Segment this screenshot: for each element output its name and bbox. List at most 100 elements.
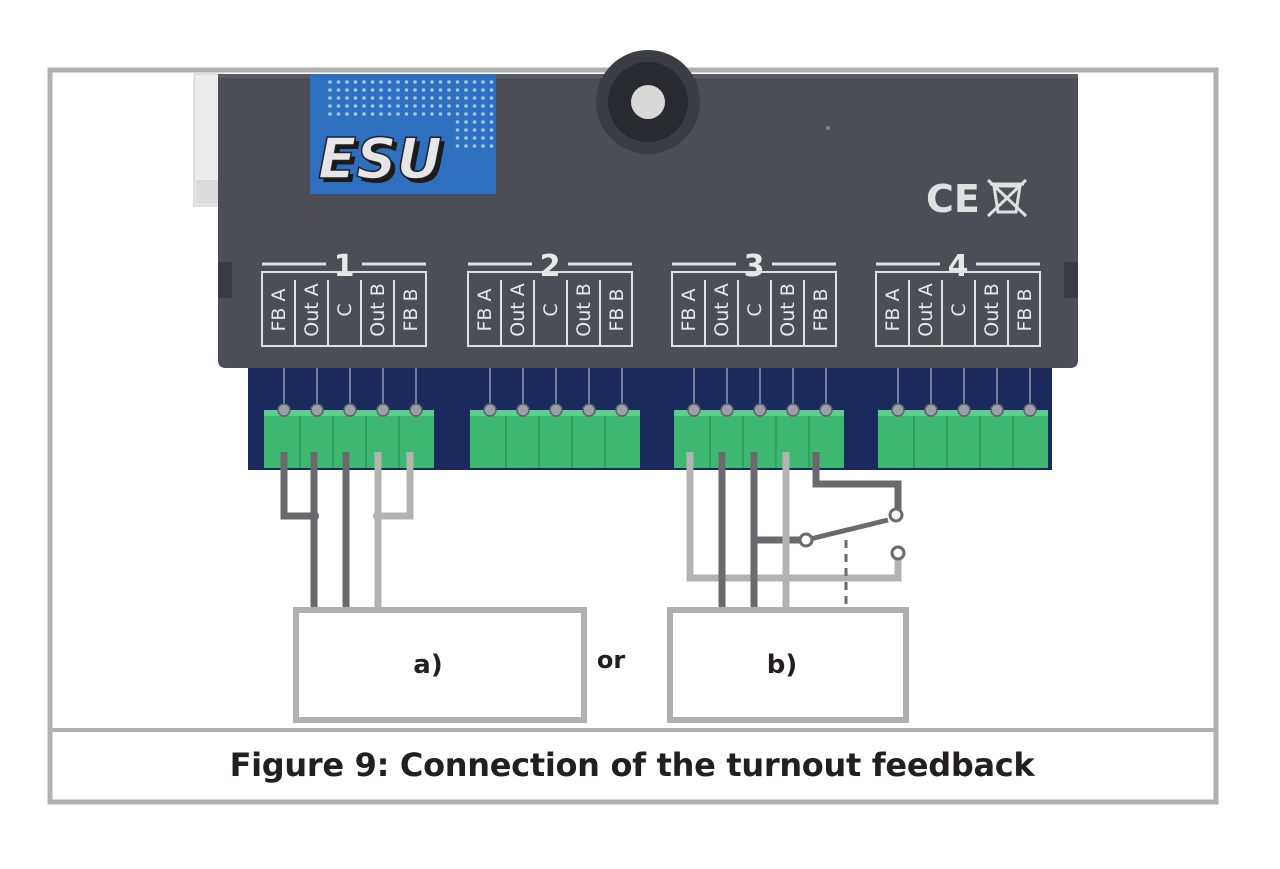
wire-a-fb-b: [378, 452, 414, 520]
esu-dot: [489, 120, 494, 124]
esu-dot: [489, 88, 494, 92]
esu-dot: [464, 144, 468, 148]
terminal-label: Out B: [367, 283, 389, 337]
esu-dot: [413, 80, 417, 84]
terminal-screw: [753, 403, 767, 417]
ce-mark: CE: [926, 177, 980, 221]
terminal-label: C: [744, 303, 766, 316]
terminal-block-2: [470, 410, 640, 468]
svg-text:ESU: ESU: [322, 131, 446, 196]
esu-dot: [472, 120, 477, 124]
wire-b-fb-b: [812, 452, 902, 512]
junction-a-right: [373, 511, 383, 521]
esu-dot: [447, 80, 451, 84]
esu-dot: [430, 112, 434, 116]
esu-dot: [362, 88, 366, 92]
esu-dot: [379, 112, 383, 116]
port-group-number: 4: [948, 249, 969, 284]
esu-dot: [472, 80, 477, 84]
weee-bin-icon: [986, 178, 1028, 218]
turnout-drive-b: [667, 607, 909, 723]
esu-dot: [370, 112, 375, 116]
wiring-option-b: [686, 452, 906, 610]
esu-dot: [387, 112, 392, 116]
esu-dot: [421, 88, 426, 92]
esu-logo: ESU ESU: [317, 126, 446, 196]
esu-dot: [328, 96, 332, 100]
esu-dot: [464, 88, 468, 92]
esu-dot: [464, 104, 468, 108]
esu-dot: [455, 104, 460, 108]
terminal-label: Out A: [711, 283, 733, 336]
esu-dot: [345, 96, 349, 100]
terminal-screw: [924, 403, 938, 417]
terminal-screw: [990, 403, 1004, 417]
esu-dot: [353, 104, 358, 108]
esu-dot: [464, 96, 468, 100]
esu-dot: [472, 104, 477, 108]
esu-dot: [413, 88, 417, 92]
esu-dot: [455, 120, 460, 124]
terminal-screw: [409, 403, 423, 417]
esu-dot: [438, 96, 443, 100]
esu-dot: [345, 104, 349, 108]
port-group-number: 1: [334, 249, 355, 284]
esu-dot: [481, 144, 485, 148]
esu-dot: [353, 96, 358, 100]
switch-contact-lower: [890, 545, 906, 561]
esu-dot: [464, 136, 468, 140]
esu-dot: [413, 104, 417, 108]
esu-dot: [455, 88, 460, 92]
esu-dot: [396, 112, 400, 116]
esu-dot: [379, 104, 383, 108]
esu-dot: [481, 104, 485, 108]
esu-dot: [387, 88, 392, 92]
esu-dot: [421, 104, 426, 108]
esu-dot: [404, 96, 409, 100]
esu-dot: [481, 120, 485, 124]
esu-dot: [481, 80, 485, 84]
esu-dot: [362, 104, 366, 108]
esu-dot: [430, 80, 434, 84]
esu-dot: [362, 80, 366, 84]
label-b: b): [767, 650, 798, 680]
esu-dot: [345, 88, 349, 92]
port-label-box: [875, 271, 1041, 347]
esu-dot: [481, 96, 485, 100]
esu-dot: [464, 80, 468, 84]
esu-dot: [336, 80, 341, 84]
esu-logo-panel: [310, 74, 496, 194]
esu-dot: [481, 128, 485, 132]
esu-dot: [387, 96, 392, 100]
esu-dot: [455, 128, 460, 132]
esu-dot: [362, 96, 366, 100]
terminal-screw: [786, 403, 800, 417]
terminal-screw: [549, 403, 563, 417]
terminal-label: Out A: [507, 283, 529, 336]
terminal-label: Out A: [301, 283, 323, 336]
esu-dot: [413, 96, 417, 100]
terminal-label: C: [540, 303, 562, 316]
esu-dot: [353, 112, 358, 116]
terminal-screw: [483, 403, 497, 417]
esu-dot: [438, 80, 443, 84]
esu-dot: [396, 80, 400, 84]
port-label-box: [671, 271, 837, 347]
esu-dot: [345, 112, 349, 116]
esu-dot: [328, 104, 332, 108]
esu-dot: [345, 80, 349, 84]
esu-dot: [336, 112, 341, 116]
esu-dot: [370, 104, 375, 108]
terminal-label: Out B: [777, 283, 799, 337]
port-label-box: [261, 271, 427, 347]
port-group-number: 3: [744, 249, 765, 284]
side-connector-foot: [196, 180, 220, 204]
terminal-label: C: [334, 303, 356, 316]
label-or: or: [597, 646, 625, 674]
esu-dot: [353, 88, 358, 92]
esu-dot: [336, 96, 341, 100]
